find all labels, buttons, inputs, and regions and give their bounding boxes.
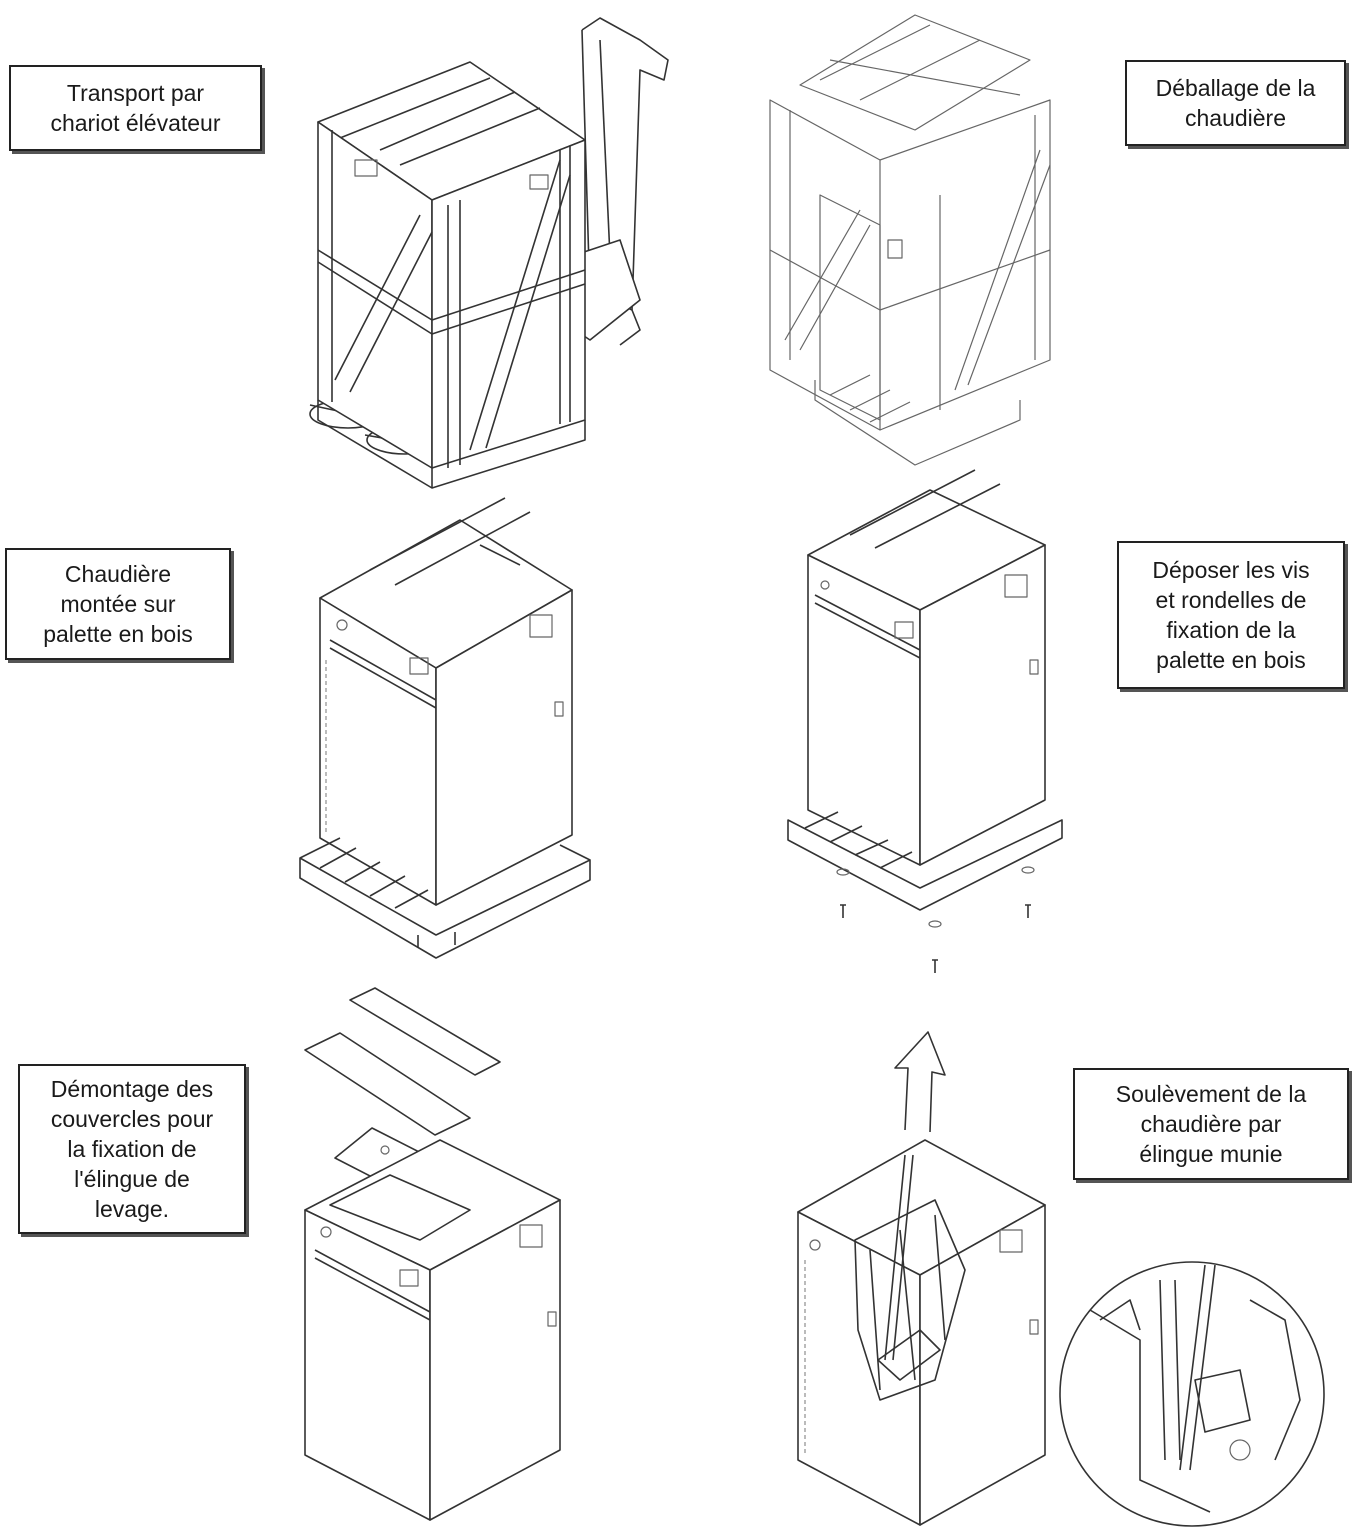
boiler-icon-2 (807, 469, 1046, 866)
washer-icon (836, 868, 850, 876)
boiler-icon-3 (304, 987, 561, 1521)
label-transport: Transport par chariot élévateur (9, 65, 262, 151)
magnified-detail-icon (1059, 1261, 1325, 1527)
wooden-pallet-icon-2 (787, 811, 1063, 911)
wooden-crate-icon-unpacking (769, 14, 1051, 466)
boiler-icon-4 (797, 1139, 1046, 1526)
label-remove-screws: Déposer les vis et rondelles de fixation… (1117, 541, 1345, 689)
wooden-pallet-icon (299, 837, 591, 959)
washer-icon (1021, 866, 1035, 874)
lift-arrow-icon (894, 1031, 946, 1133)
label-unpacking: Déballage de la chaudière (1125, 60, 1346, 146)
label-lifting: Soulèvement de la chaudière par élingue … (1073, 1068, 1349, 1180)
label-remove-covers: Démontage des couvercles pour la fixatio… (18, 1064, 246, 1234)
wooden-crate-icon (317, 61, 586, 489)
boiler-icon (319, 497, 573, 906)
washer-icon (928, 920, 942, 928)
label-on-pallet: Chaudière montée sur palette en bois (5, 548, 231, 660)
screw-icon (836, 866, 1035, 973)
